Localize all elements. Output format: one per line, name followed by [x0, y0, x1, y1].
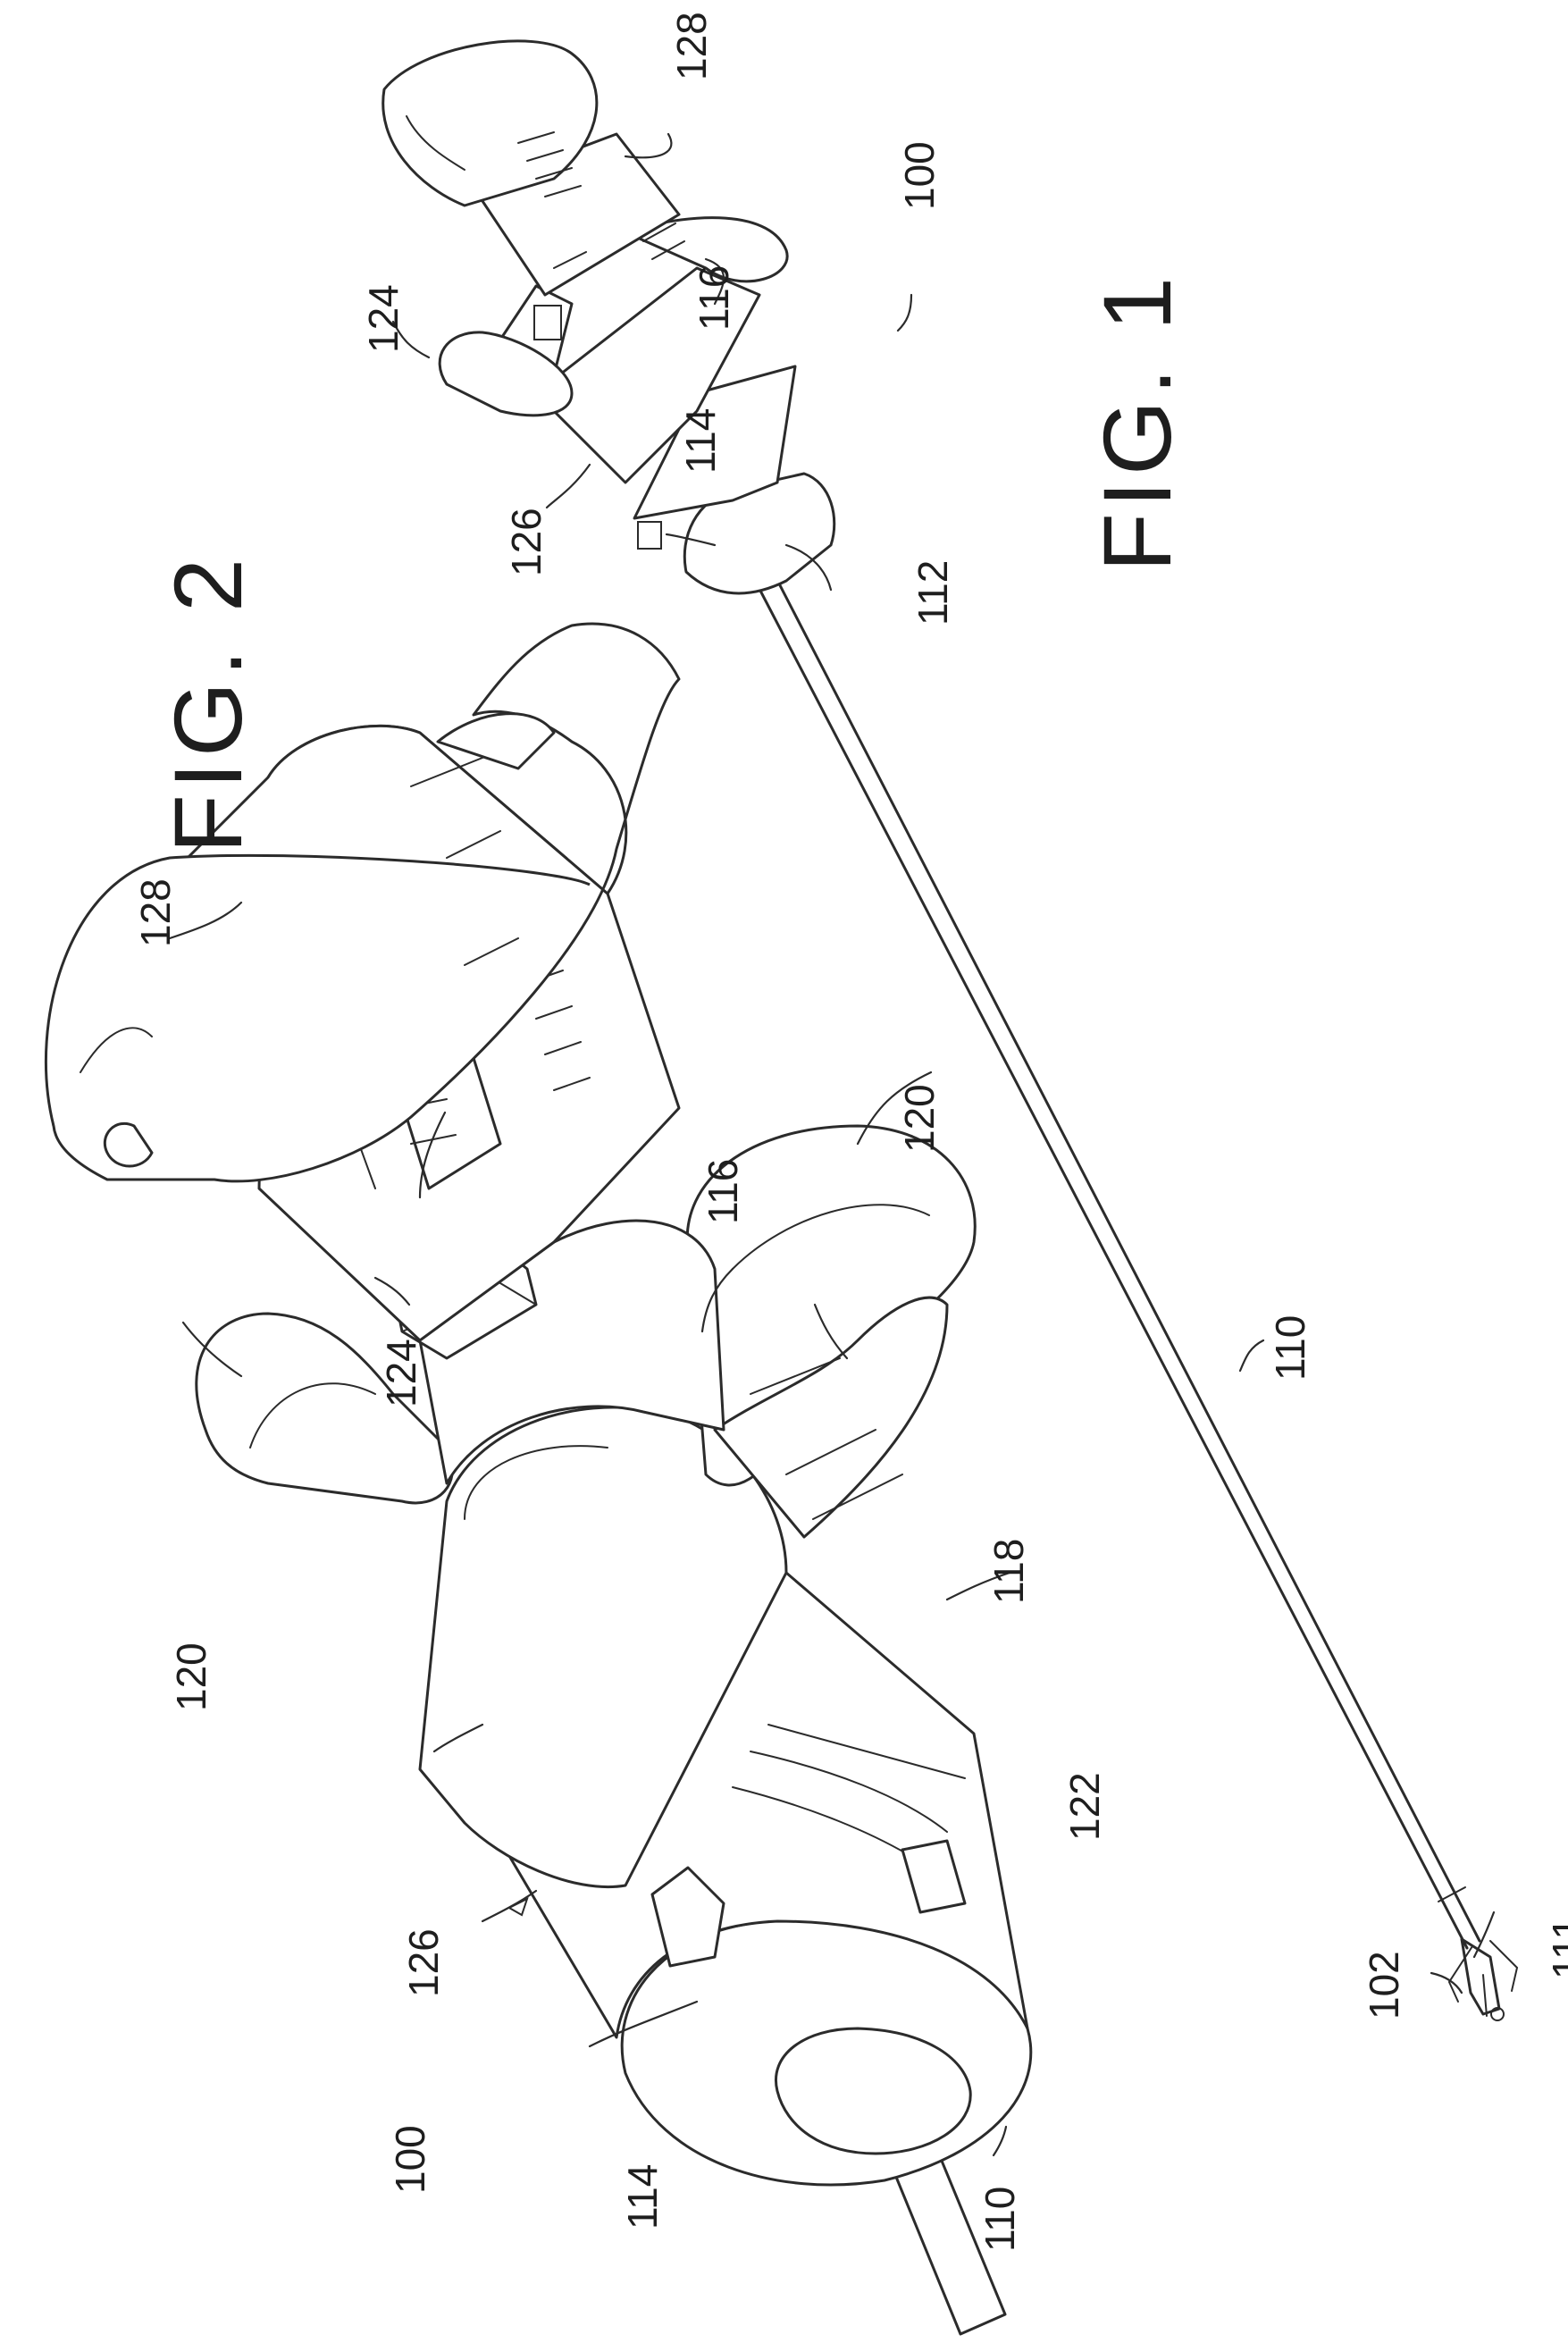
fig1-tip — [1449, 1939, 1517, 2020]
fig2-ref-114: 114 — [619, 2164, 666, 2230]
fig1-caption: FIG. 1 — [1083, 272, 1191, 572]
fig1-ref-112: 112 — [910, 560, 956, 626]
fig1-ref-128: 128 — [668, 12, 715, 80]
fig2-caption: FIG. 2 — [154, 553, 262, 853]
fig1-ref-114: 114 — [677, 408, 724, 474]
fig2-ref-116: 116 — [700, 1159, 746, 1224]
fig2-ref-128: 128 — [132, 878, 179, 947]
fig1-ref-126: 126 — [503, 508, 549, 576]
fig2-ref-120-lower: 120 — [168, 1642, 214, 1711]
fig2-ref-118: 118 — [985, 1539, 1032, 1604]
fig2-ref-122: 122 — [1061, 1772, 1108, 1841]
fig1-ref-100: 100 — [896, 141, 943, 210]
fig1-handle — [383, 41, 834, 593]
fig1-ref-111: 111 — [1544, 1917, 1568, 1979]
fig2-ref-120-upper: 120 — [896, 1084, 943, 1153]
fig1-ref-110: 110 — [1267, 1315, 1313, 1381]
fig2-ref-126: 126 — [400, 1928, 447, 1997]
fig1-ref-102: 102 — [1361, 1951, 1407, 2020]
fig2-ref-110: 110 — [977, 2187, 1023, 2252]
fig2-ref-124: 124 — [378, 1339, 424, 1407]
fig2-device: 128 120 116 124 120 118 122 126 100 114 … — [46, 553, 1108, 2334]
fig1-ref-116: 116 — [691, 265, 737, 331]
fig2-ref-100: 100 — [387, 2125, 433, 2194]
fig1-ref-124: 124 — [360, 284, 407, 353]
